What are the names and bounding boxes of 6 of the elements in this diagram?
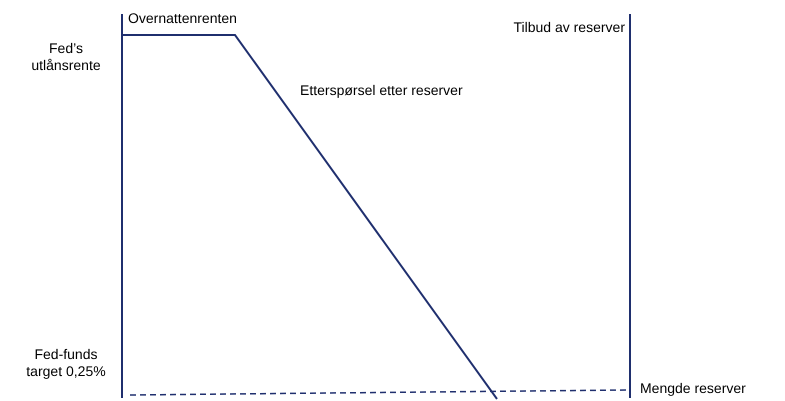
curve-label: Overnattenrenten — [128, 10, 238, 27]
axis-label: Fed-funds target 0,25% — [25, 346, 107, 380]
axis-label: Fed’s utlånsrente — [30, 40, 102, 74]
axis-label: Mengde reserver — [640, 380, 747, 397]
curve-label: Etterspørsel etter reserver — [300, 82, 464, 99]
curve-label: Tilbud av reserver — [512, 19, 625, 36]
